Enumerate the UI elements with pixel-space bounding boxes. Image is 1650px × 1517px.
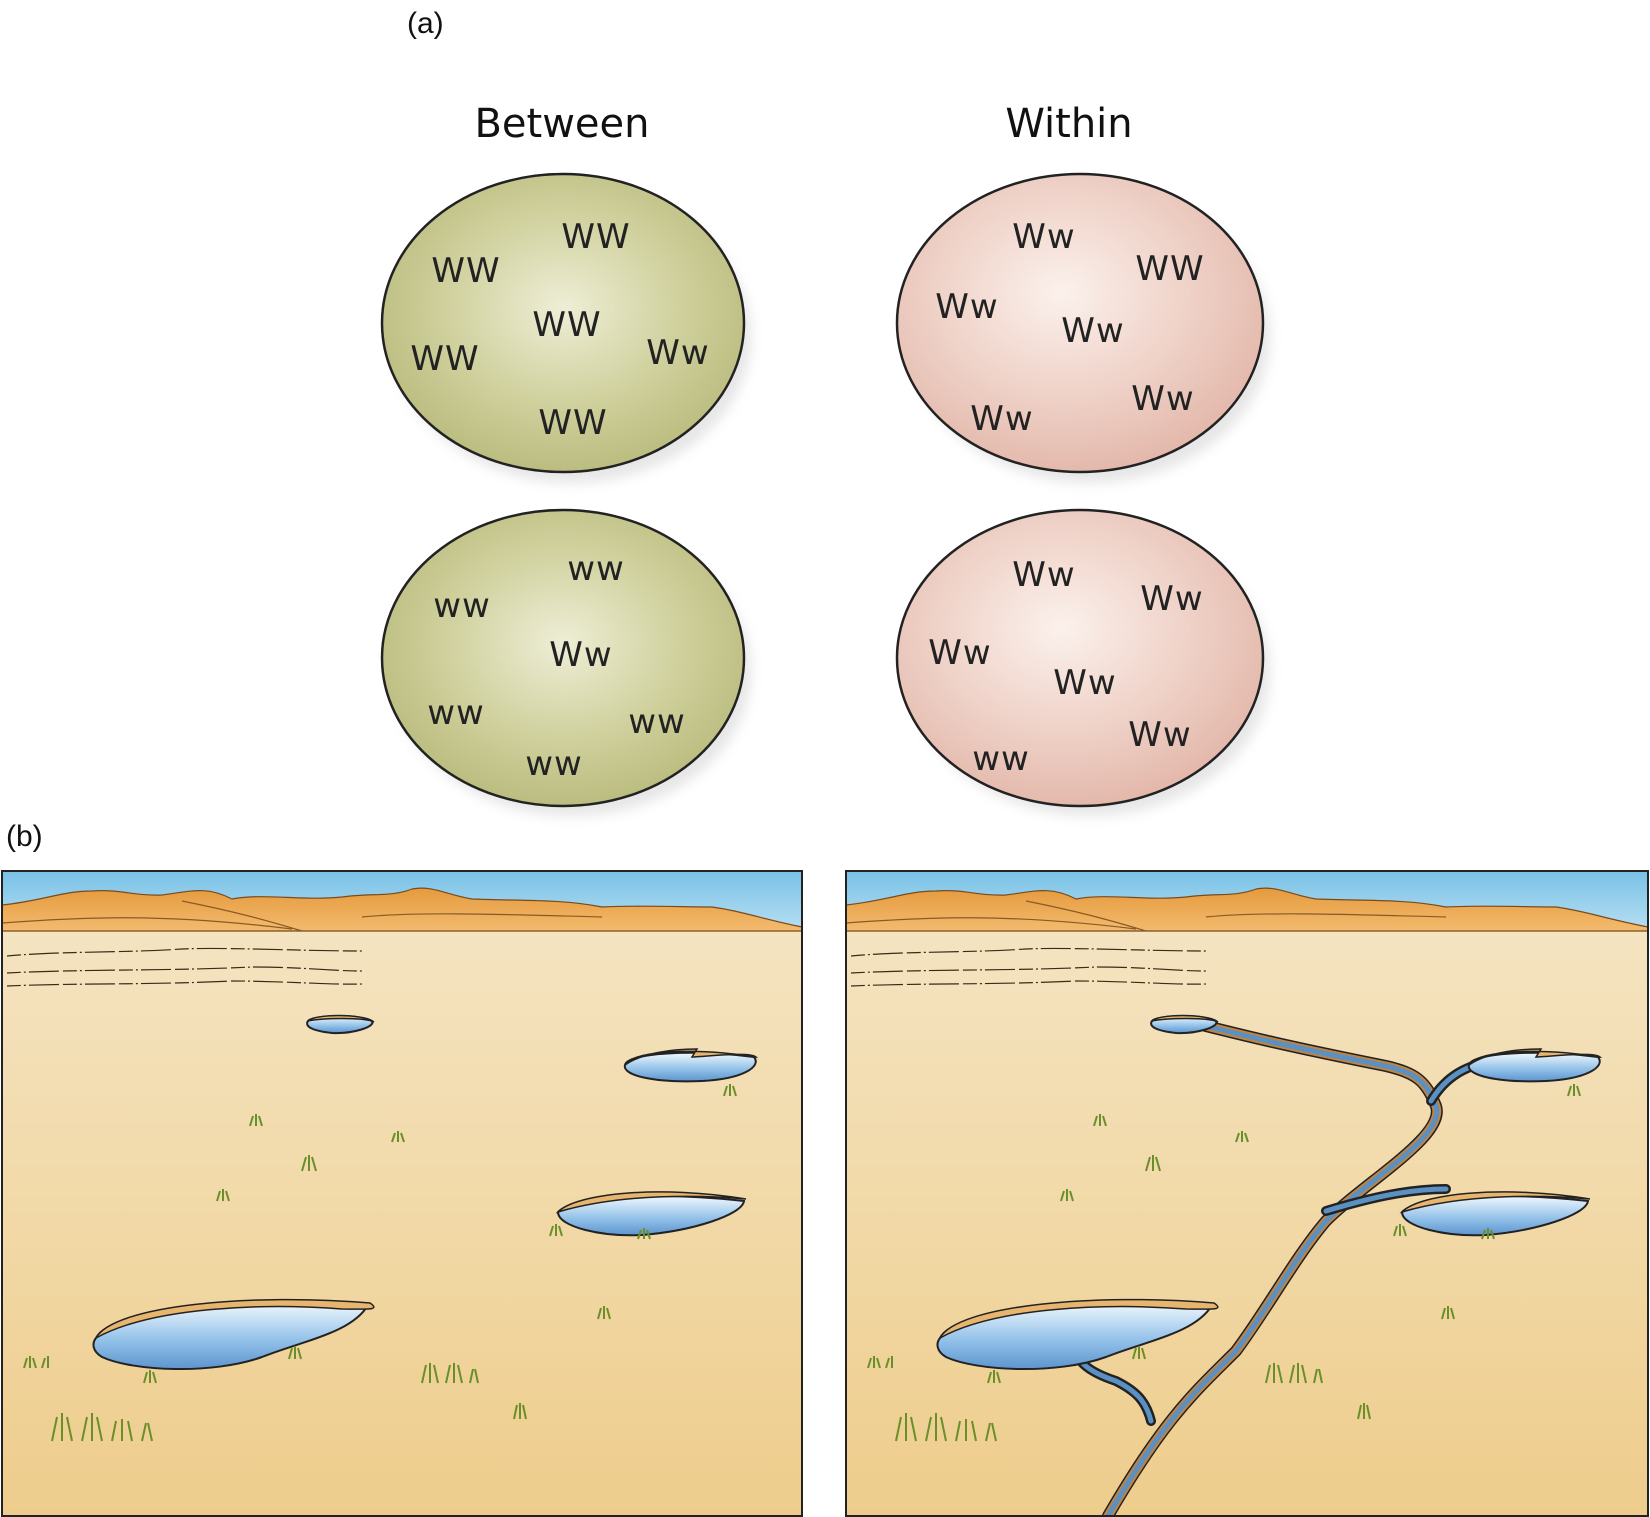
pond <box>305 1014 375 1035</box>
genotype: Ww <box>1140 579 1203 619</box>
column-between: Between WW WW WW WW Ww WW ww ww Ww ww ww… <box>380 101 751 816</box>
genotype: ww <box>525 744 583 784</box>
genotype: Ww <box>646 333 709 373</box>
genotype: Ww <box>1061 311 1124 351</box>
pond <box>1149 1014 1219 1035</box>
landscape-isolated-ponds <box>1 871 803 1516</box>
genotype: WW <box>410 339 479 379</box>
pond <box>1467 1048 1603 1083</box>
pond <box>92 1298 375 1371</box>
genotype: Ww <box>1053 663 1116 703</box>
genotype: Ww <box>1012 555 1075 595</box>
scene-frame-left <box>1 870 803 1517</box>
genotype: ww <box>427 693 485 733</box>
genotype: ww <box>433 586 491 626</box>
grass-tufts <box>23 1084 737 1442</box>
pond <box>555 1191 747 1237</box>
genotype: WW <box>431 251 500 291</box>
population-within-1: Ww WW Ww Ww Ww Ww <box>895 172 1270 483</box>
genotype: WW <box>532 305 601 345</box>
panel-b-label: (b) <box>6 820 43 853</box>
population-between-2: ww ww Ww ww ww ww <box>380 508 751 816</box>
population-oval <box>380 172 746 474</box>
pond <box>936 1298 1219 1371</box>
genotype: Ww <box>1128 715 1191 755</box>
pond <box>623 1048 759 1083</box>
population-oval <box>895 508 1265 808</box>
column-title-within: Within <box>1005 101 1132 147</box>
landscape-connected-ponds <box>845 871 1649 1517</box>
population-oval <box>380 508 746 808</box>
genotype: Ww <box>928 633 991 673</box>
genotype: Ww <box>549 635 612 675</box>
genotype: WW <box>1135 249 1204 289</box>
population-between-1: WW WW WW WW Ww WW <box>380 172 751 483</box>
genotype: ww <box>567 549 625 589</box>
genotype: WW <box>561 217 630 257</box>
genotype: ww <box>972 739 1030 779</box>
column-within: Within Ww WW Ww Ww Ww Ww Ww Ww Ww Ww Ww … <box>895 101 1270 816</box>
panel-a-label: (a) <box>407 7 444 40</box>
population-oval <box>895 172 1265 474</box>
genotype: ww <box>628 702 686 742</box>
genotype: Ww <box>935 287 998 327</box>
population-within-2: Ww Ww Ww Ww Ww ww <box>895 508 1270 816</box>
genotype: Ww <box>1131 379 1194 419</box>
scene-frame-right <box>845 870 1649 1517</box>
column-title-between: Between <box>474 101 649 147</box>
pond <box>1399 1191 1591 1237</box>
genotype: Ww <box>1012 217 1075 257</box>
genotype: Ww <box>970 399 1033 439</box>
genotype: WW <box>538 403 607 443</box>
grass-tufts <box>867 1084 1581 1442</box>
